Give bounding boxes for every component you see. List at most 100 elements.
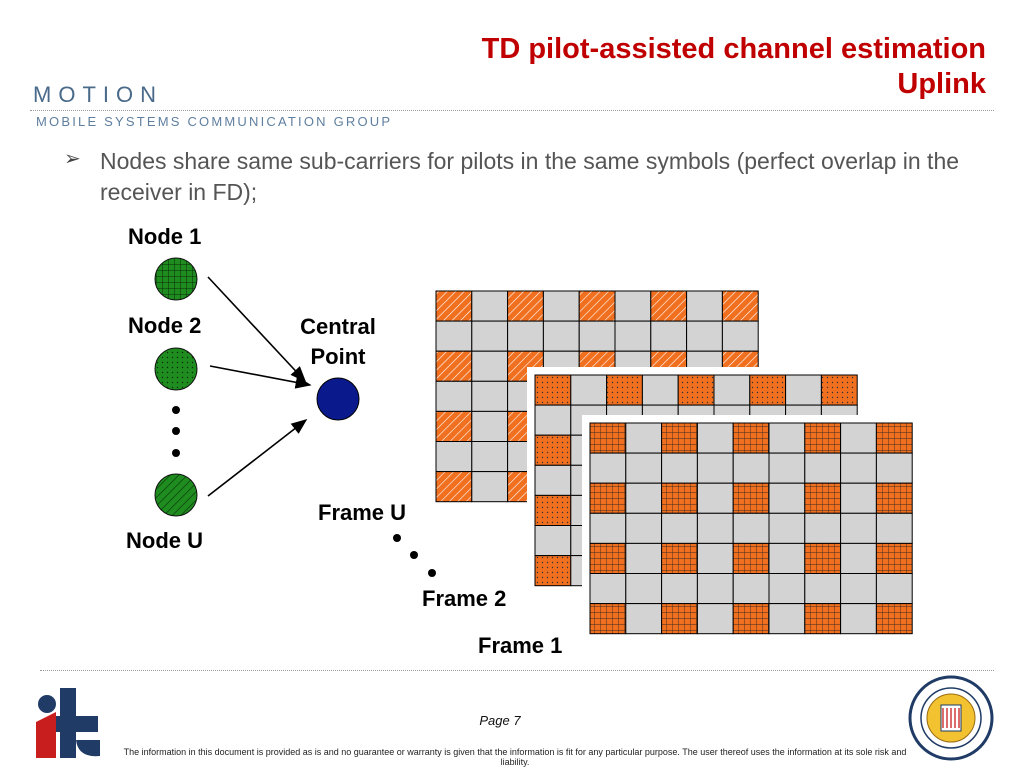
data-cell [768,452,806,484]
data-cell [534,404,572,436]
data-cell [661,512,698,544]
data-cell [542,290,580,322]
data-cell [507,320,544,352]
pilot-cell [804,603,842,635]
pilot-cell [875,422,913,454]
data-cell [768,542,806,575]
header-divider [30,110,994,111]
pilot-cell [661,603,698,635]
pilot-cell [661,422,698,454]
pilot-cell [606,374,643,406]
ellipsis-dot [172,406,180,414]
pilot-cell [804,422,842,454]
data-cell [875,573,913,605]
central-point-label: Central Point [288,312,388,371]
data-cell [589,452,627,484]
central-label-line-1: Central [300,314,376,339]
data-cell [435,320,473,352]
data-cell [471,441,509,473]
data-cell [840,512,877,544]
data-cell [614,320,652,352]
data-cell [804,512,842,544]
data-cell [625,452,663,484]
title-line-2: Uplink [897,68,986,101]
pilot-cell [589,542,627,575]
data-cell [578,320,616,352]
pilot-cell [650,290,688,322]
arrow-node2-to-central [209,365,312,389]
disclaimer-text: The information in this document is prov… [123,747,907,767]
pilot-cell [820,374,858,406]
central-label-line-2: Point [310,343,366,369]
data-cell [732,452,770,484]
frame-u-label: Frame U [318,500,407,525]
data-cell [768,603,806,635]
central-point-circle [316,377,360,421]
data-cell [875,512,913,544]
bullet-arrow-icon: ➢ [64,148,81,170]
data-cell [840,482,877,514]
data-cell [625,512,663,544]
data-cell [713,374,751,406]
data-cell [804,452,842,484]
data-cell [625,603,663,635]
data-cell [589,573,627,605]
slide-title: TD pilot-assisted channel estimation Upl… [346,32,986,103]
frame-1-grid [582,415,921,642]
pilot-cell [875,542,913,575]
data-cell [696,542,734,575]
data-cell [435,380,473,412]
frame-2-label: Frame 2 [422,586,507,611]
data-cell [732,512,770,544]
pilot-cell [875,482,913,514]
data-cell [785,374,822,406]
pilot-cell [589,482,627,514]
data-cell [614,290,652,322]
pilot-cell [732,603,770,635]
it-logo [30,688,102,758]
data-cell [471,471,509,503]
pilot-cell [578,290,616,322]
data-cell [625,422,663,454]
data-cell [641,374,679,406]
data-cell [696,573,734,605]
pilot-cell [677,374,715,406]
data-cell [625,573,663,605]
pilot-cell [732,542,770,575]
node-1-label: Node 1 [128,224,202,249]
pilot-cell [732,482,770,514]
data-cell [840,603,877,635]
pilot-cell [804,482,842,514]
data-cell [696,603,734,635]
title-line-1: TD pilot-assisted channel estimation [481,33,986,65]
data-cell [840,573,877,605]
data-cell [768,573,806,605]
pilot-cell [749,374,787,406]
pilot-cell [534,374,572,406]
node-u-label: Node U [126,528,203,553]
data-cell [625,542,663,575]
pilot-cell [661,542,698,575]
pilot-cell [661,482,698,514]
pilot-cell [507,290,544,322]
pilot-cell [435,350,473,382]
data-cell [542,320,580,352]
data-cell [840,452,877,484]
data-cell [696,422,734,454]
brand-name: MOTION [33,82,163,107]
data-cell [721,320,759,352]
data-cell [435,441,473,473]
data-cell [768,512,806,544]
pilot-cell [875,603,913,635]
pilot-cell [589,603,627,635]
data-cell [625,482,663,514]
page-number: Page 7 [479,713,521,728]
data-cell [570,374,608,406]
node-1-circle [154,257,198,301]
node-2-label: Node 2 [128,313,202,338]
data-cell [768,482,806,514]
data-cell [686,320,723,352]
arrow-nodeu-to-central [207,419,308,497]
data-cell [840,542,877,575]
pilot-cell [534,434,572,466]
